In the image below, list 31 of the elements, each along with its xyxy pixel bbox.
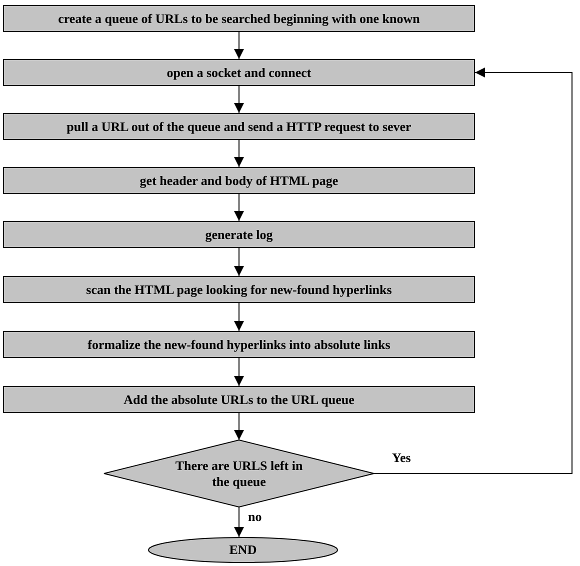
process-box xyxy=(3,113,475,140)
terminal-ellipse xyxy=(148,537,338,563)
node-text: formalize the new-found hyperlinks into absolute links xyxy=(86,336,392,352)
arrow xyxy=(234,32,244,60)
arrow xyxy=(234,302,244,332)
arrow xyxy=(234,140,244,168)
node-text: generate log xyxy=(204,226,274,242)
node-text: There are URLS left in the queue xyxy=(174,458,304,490)
process-box xyxy=(3,331,475,358)
process-box xyxy=(3,167,475,194)
arrow xyxy=(234,358,244,386)
arrow xyxy=(374,68,572,474)
node-text: create a queue of URLs to be searched beginning with one known xyxy=(57,10,421,26)
process-box xyxy=(3,221,475,248)
node-text: scan the HTML page looking for new-found hyperlinks xyxy=(85,282,393,298)
node-text: END xyxy=(228,542,258,558)
arrow xyxy=(234,86,244,114)
arrow xyxy=(234,248,244,276)
node-text: get header and body of HTML page xyxy=(138,172,340,188)
process-box xyxy=(3,386,475,413)
node-text: Add the absolute URLs to the URL queue xyxy=(122,392,356,408)
arrow xyxy=(234,412,244,440)
edge-label: Yes xyxy=(390,451,413,466)
node-text: open a socket and connect xyxy=(166,64,312,80)
node-text: pull a URL out of the queue and send a HTTP request to sever xyxy=(66,118,412,134)
process-box xyxy=(3,59,475,86)
process-box xyxy=(3,5,475,32)
process-box xyxy=(3,276,475,303)
decision-diamond xyxy=(104,440,374,507)
arrow xyxy=(234,506,244,538)
arrow xyxy=(234,194,244,222)
